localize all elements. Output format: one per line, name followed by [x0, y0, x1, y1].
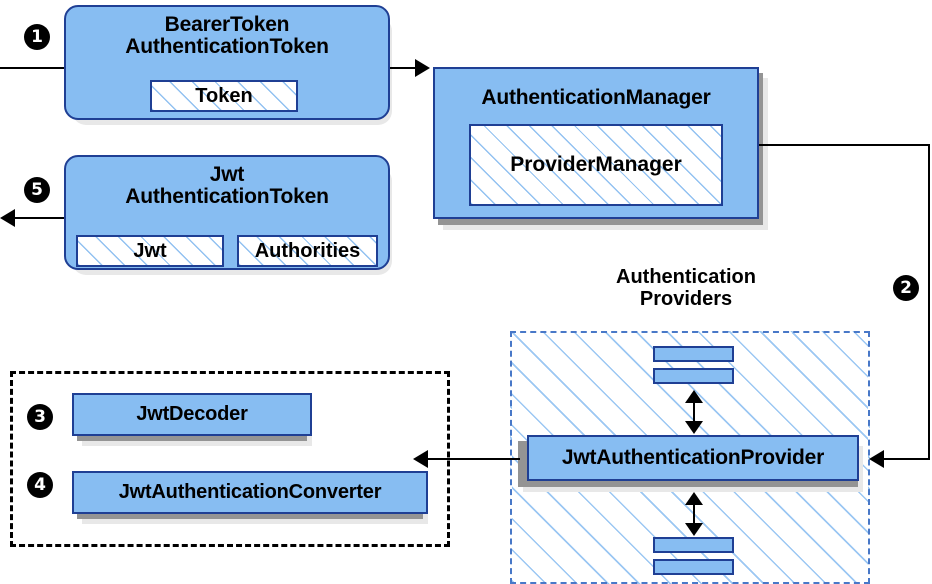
- bearer-to-manager-line: [388, 67, 420, 69]
- manager-to-provider-line-bottom: [884, 458, 930, 460]
- provider-link-bottom-line: [693, 496, 695, 528]
- step-marker-2: 2: [893, 275, 919, 301]
- slot-jwt: Jwt: [76, 235, 224, 267]
- slot-authorities: Authorities: [237, 235, 378, 267]
- provider-to-support-line: [428, 458, 520, 460]
- step-marker-1: 1: [24, 24, 50, 50]
- node-bearer-token-authentication-token-title: BearerToken AuthenticationToken: [125, 13, 329, 59]
- slot-provider-manager: ProviderManager: [469, 124, 723, 206]
- step-marker-3: 3: [27, 404, 53, 430]
- bearer-to-manager-arrowhead: [415, 59, 430, 77]
- slot-token: Token: [150, 80, 298, 112]
- node-jwt-authentication-token-title: Jwt AuthenticationToken: [125, 163, 329, 209]
- provider-link-top-arrow-down: [685, 421, 703, 434]
- node-jwt-authentication-provider-title: JwtAuthenticationProvider: [561, 445, 825, 469]
- node-authentication-manager-title: AuthenticationManager: [481, 86, 711, 109]
- provider-bar-top-2: [653, 368, 734, 384]
- provider-link-bottom-arrow-up: [685, 492, 703, 505]
- node-jwt-authentication-converter[interactable]: JwtAuthenticationConverter: [72, 471, 428, 514]
- node-jwt-decoder[interactable]: JwtDecoder: [72, 393, 312, 436]
- provider-link-top-line: [693, 394, 695, 426]
- provider-bar-top-1: [653, 346, 734, 362]
- node-jwt-authentication-converter-title: JwtAuthenticationConverter: [118, 480, 382, 503]
- authentication-providers-caption: Authentication Providers: [616, 266, 756, 311]
- manager-to-provider-arrowhead: [869, 450, 884, 468]
- response-outbound-arrowhead: [0, 209, 15, 227]
- provider-to-support-arrowhead: [413, 450, 428, 468]
- provider-bar-bottom-2: [653, 559, 734, 575]
- manager-to-provider-line-vertical: [928, 144, 930, 460]
- manager-to-provider-line-top: [757, 144, 930, 146]
- node-jwt-authentication-provider[interactable]: JwtAuthenticationProvider: [527, 435, 859, 481]
- node-jwt-decoder-title: JwtDecoder: [136, 402, 248, 425]
- provider-link-bottom-arrow-down: [685, 523, 703, 536]
- step-marker-5: 5: [24, 177, 50, 203]
- provider-bar-bottom-1: [653, 537, 734, 553]
- provider-link-top-arrow-up: [685, 390, 703, 403]
- step-marker-4: 4: [27, 472, 53, 498]
